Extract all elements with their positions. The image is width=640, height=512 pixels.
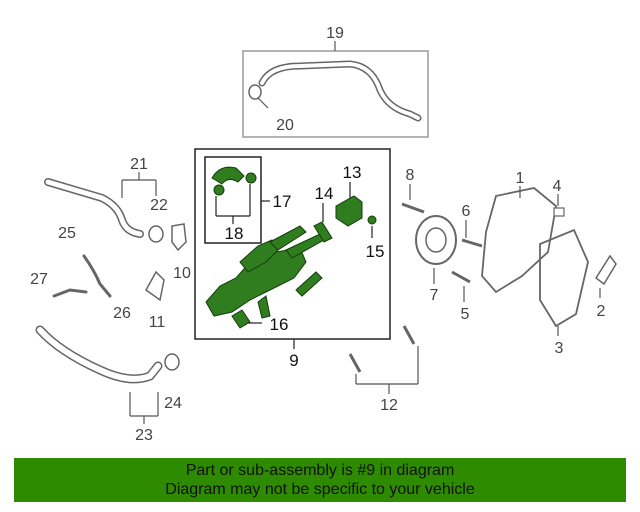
callout-1: 1 xyxy=(516,170,525,187)
callout-22: 22 xyxy=(150,197,168,214)
callout-5: 5 xyxy=(461,306,470,323)
callout-23: 23 xyxy=(135,427,153,444)
callout-11: 11 xyxy=(149,314,166,331)
callout-4: 4 xyxy=(553,178,562,195)
part-11-bracket xyxy=(145,270,165,302)
callout-3: 3 xyxy=(555,340,564,357)
callout-6: 6 xyxy=(462,203,471,220)
part-7-pulley xyxy=(415,215,457,265)
callout-15: 15 xyxy=(366,242,385,261)
callout-19: 19 xyxy=(326,25,344,42)
callout-25: 25 xyxy=(58,225,76,242)
callout-10: 10 xyxy=(173,265,191,282)
callout-7: 7 xyxy=(430,287,439,304)
parts-diagram: 1 2 3 4 5 6 7 8 9 10 11 12 13 14 15 16 1… xyxy=(30,25,617,444)
part-4-dowel xyxy=(553,207,565,217)
callout-8: 8 xyxy=(406,167,415,184)
callout-16: 16 xyxy=(270,315,289,334)
callout-24: 24 xyxy=(164,395,182,412)
callout-27: 27 xyxy=(30,271,48,288)
callout-12: 12 xyxy=(380,397,398,414)
part-2-cover xyxy=(594,254,617,286)
callout-2: 2 xyxy=(597,303,606,320)
part-20-o-ring xyxy=(248,84,262,100)
info-banner: Part or sub-assembly is #9 in diagram Di… xyxy=(14,458,626,502)
callout-26: 26 xyxy=(113,305,131,322)
part-3-gasket xyxy=(539,228,589,328)
part-10-bracket xyxy=(171,223,187,252)
callout-17: 17 xyxy=(273,192,292,211)
callout-20: 20 xyxy=(276,117,294,134)
banner-line-2: Diagram may not be specific to your vehi… xyxy=(165,481,475,498)
callout-13: 13 xyxy=(343,163,362,182)
part-17-18-subbox xyxy=(204,156,262,244)
part-1-water-pump xyxy=(481,187,557,294)
part-19-hose xyxy=(258,60,422,122)
part-6-bolt xyxy=(461,238,483,248)
part-9-box xyxy=(194,148,391,340)
left-hoses xyxy=(35,178,163,384)
callout-18: 18 xyxy=(225,224,244,243)
part-8-bolt xyxy=(401,202,425,214)
banner-line-1: Part or sub-assembly is #9 in diagram xyxy=(185,462,455,479)
part-12-bolt-a xyxy=(402,325,416,345)
callout-14: 14 xyxy=(315,184,334,203)
callout-9: 9 xyxy=(289,351,298,370)
part-12-bolt-b xyxy=(348,353,362,373)
callout-21: 21 xyxy=(130,156,148,173)
part-9-assembly xyxy=(205,166,377,329)
part-5-bolt xyxy=(451,270,471,284)
